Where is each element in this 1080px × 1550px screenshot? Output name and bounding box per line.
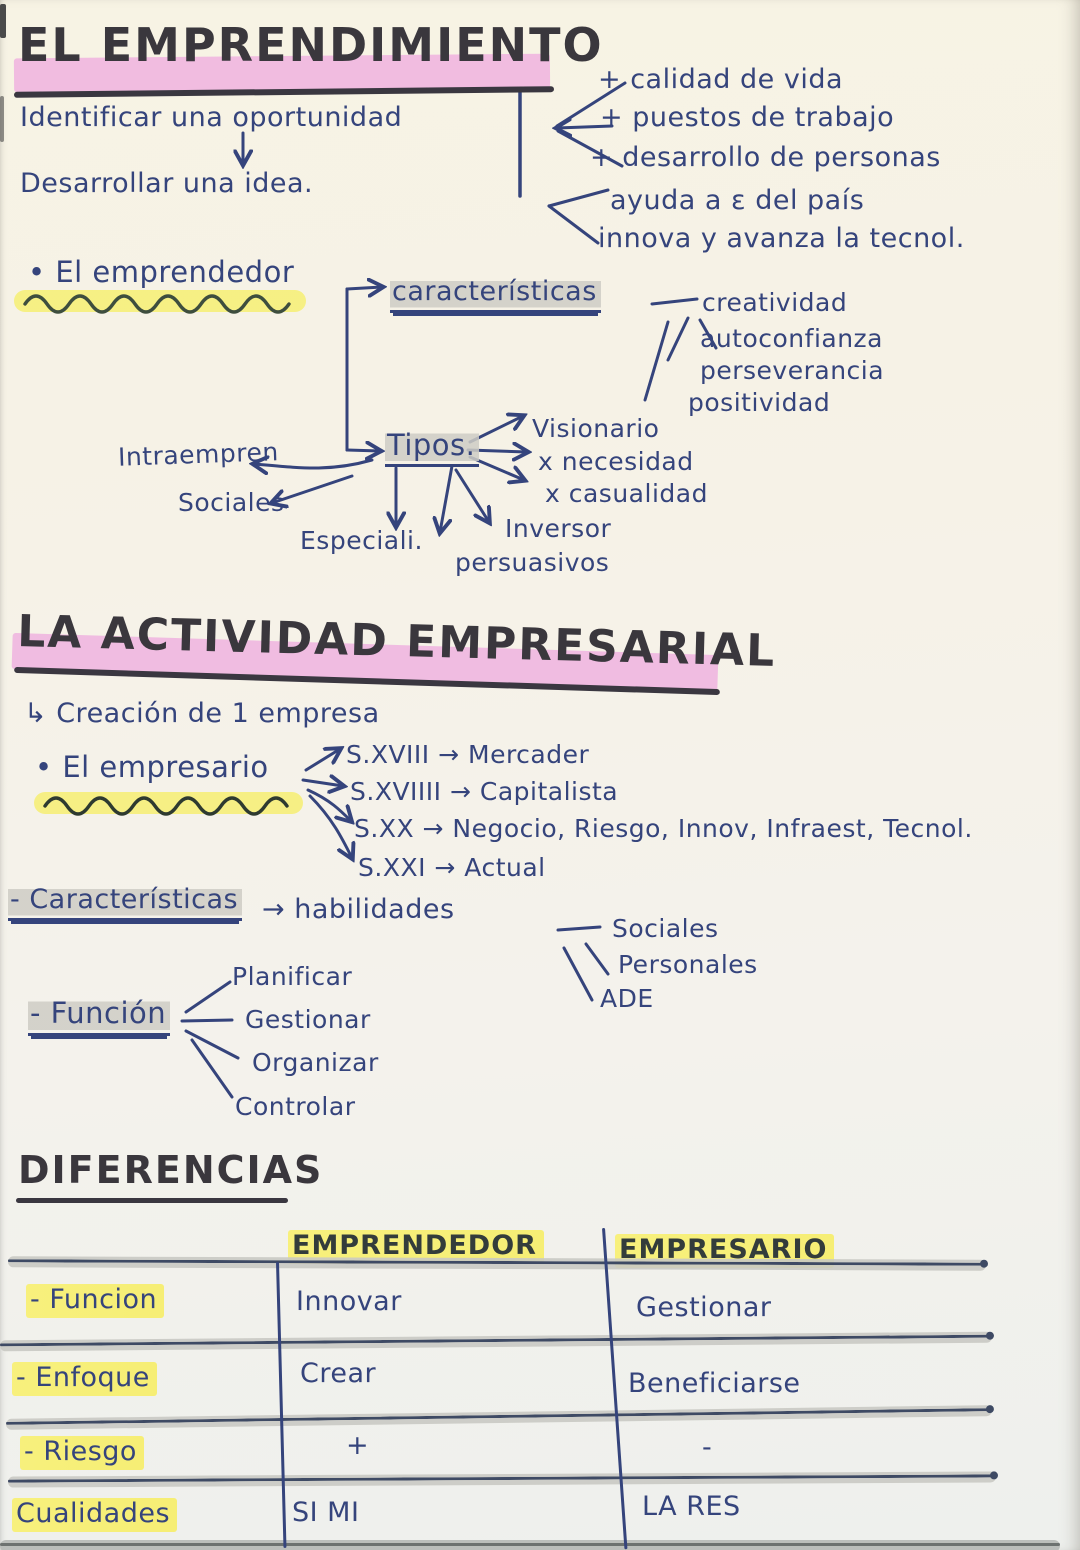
timeline-item: S.XVIIII → Capitalista (350, 777, 619, 806)
country-note: ayuda a ε del país (610, 185, 865, 216)
page-edge-mark (0, 96, 4, 142)
label-el-emprendedor: • El emprendedor (28, 255, 295, 289)
table-row-label: - Riesgo (20, 1436, 144, 1470)
row-label-text: - Riesgo (20, 1436, 144, 1470)
row-label-text: - Funcion (26, 1284, 165, 1318)
timeline-item: S.XX → Negocio, Riesgo, Innov, Infraest,… (354, 814, 973, 843)
caract-item: creatividad (702, 288, 848, 317)
tipo-item: Sociales (178, 488, 285, 517)
tipo-item: persuasivos (455, 548, 610, 577)
tipos-text: Tipos. (385, 428, 480, 467)
note-develop-idea: Desarrollar una idea. (20, 168, 314, 199)
section-title-diferencias: DIFERENCIAS (18, 1148, 324, 1192)
timeline-item: S.XVIII → Mercader (346, 740, 590, 769)
tipos-left-arrows (254, 460, 374, 503)
table-bottom-rule (0, 1540, 1060, 1550)
caract-item: autoconfianza (700, 324, 884, 353)
funcion-fan (180, 980, 240, 1099)
habilidades-fan (556, 925, 610, 1002)
wavy-highlight-empresario (34, 792, 303, 816)
habilidad-item: Sociales (612, 914, 719, 943)
table-cell: SI MI (292, 1497, 360, 1528)
label-tipos: Tipos. (385, 428, 480, 467)
note-identify-opportunity: Identificar una oportunidad (20, 102, 403, 133)
tipo-item: Visionario (532, 414, 660, 443)
table-cell: Crear (300, 1358, 377, 1389)
table-cell: Gestionar (636, 1292, 772, 1323)
habilidad-item: Personales (618, 950, 758, 979)
caracteristicas-text: características (390, 276, 601, 313)
table-cell: Beneficiarse (628, 1368, 801, 1399)
country-note: innova y avanza la tecnol. (598, 223, 965, 254)
benefits-fan-arrow (557, 81, 627, 168)
label-el-empresario: • El empresario (35, 750, 269, 784)
label-funcion: - Función (28, 996, 171, 1036)
tipo-item: x necesidad (538, 447, 694, 476)
note-creacion-empresa: ↳ Creación de 1 empresa (24, 698, 380, 729)
benefit-item: + desarrollo de personas (590, 142, 941, 173)
country-bracket (547, 188, 610, 245)
table-row-label: Cualidades (12, 1498, 178, 1532)
timeline-item: S.XXI → Actual (358, 853, 546, 882)
table-cell: - (702, 1432, 713, 1463)
table-row-label: - Funcion (26, 1284, 165, 1318)
table-col-header-emprendedor: EMPRENDEDOR (288, 1230, 544, 1264)
caract-item: positividad (688, 388, 831, 417)
wavy-highlight-emprendedor (14, 290, 306, 314)
empresario-fan (301, 749, 352, 858)
table-row-label: - Enfoque (12, 1362, 157, 1396)
tipo-item: Especiali. (300, 526, 423, 555)
funcion-item: Gestionar (245, 1005, 371, 1034)
funcion-item: Planificar (232, 962, 353, 991)
title-underline (16, 1198, 288, 1203)
label-habilidades: → habilidades (262, 894, 455, 925)
tipo-item: Intraempren (117, 437, 280, 472)
caracteristicas-2-text: - Características (8, 884, 243, 921)
tipo-item: Inversor (505, 514, 612, 543)
caracteristicas-fan (643, 297, 718, 402)
caract-item: perseverancia (700, 356, 885, 385)
funcion-item: Organizar (252, 1048, 379, 1077)
tipos-inversor-arrows (440, 464, 489, 532)
benefit-item: + calidad de vida (598, 64, 844, 95)
section-title-emprendimiento: EL EMPRENDIMIENTO (18, 18, 604, 72)
row-label-text: Cualidades (12, 1498, 178, 1532)
table-cell: Innovar (296, 1286, 402, 1317)
habilidad-item: ADE (600, 984, 654, 1013)
table-cell: + (346, 1430, 370, 1461)
benefit-item: + puestos de trabajo (600, 102, 895, 133)
label-caracteristicas-2: - Características (8, 884, 243, 921)
funcion-text: - Función (28, 996, 171, 1036)
row-label-text: - Enfoque (12, 1362, 157, 1396)
page-edge-mark (0, 4, 6, 38)
label-caracteristicas: características (390, 276, 601, 313)
emprendedor-bracket (345, 287, 382, 451)
table-cell: LA RES (642, 1491, 741, 1522)
tipo-item: x casualidad (545, 479, 708, 508)
funcion-item: Controlar (235, 1092, 356, 1121)
